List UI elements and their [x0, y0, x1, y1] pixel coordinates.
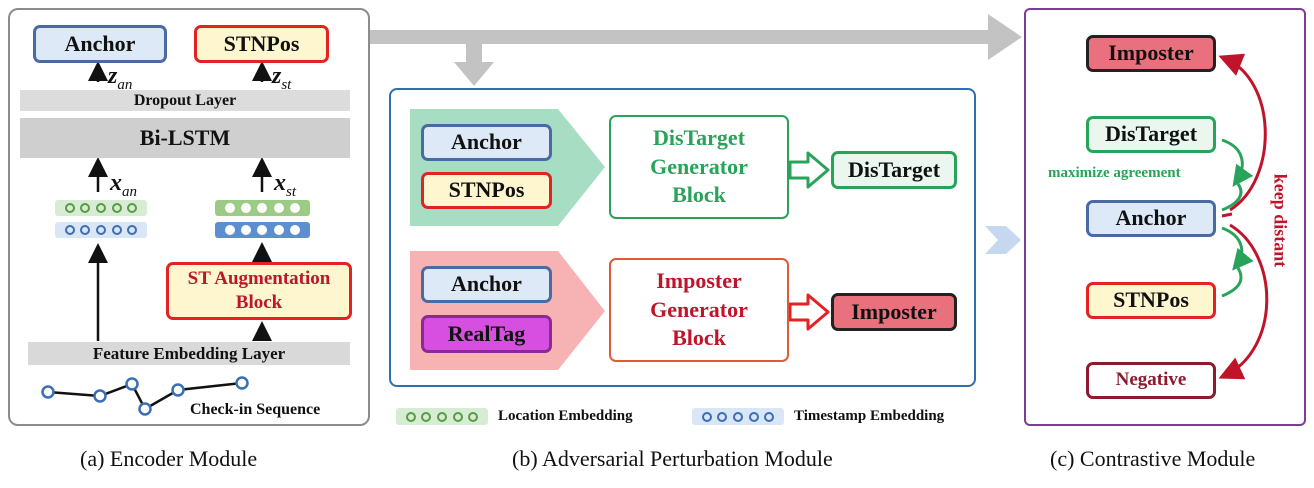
- keep-distant-label: keep distant: [1270, 173, 1291, 268]
- maximize-agreement-label: maximize agreement: [1048, 165, 1181, 181]
- contrastive-stnpos-box: STNPos: [1086, 282, 1216, 319]
- module-flow-arrows: [368, 14, 1022, 254]
- checkin-sequence-label: Check-in Sequence: [190, 401, 321, 418]
- legend-timestamp-embedding-icon: [692, 408, 784, 425]
- x-an-label: xan: [110, 170, 137, 200]
- legend-location-embedding-icon: [396, 408, 488, 425]
- legend-timestamp-label: Timestamp Embedding: [794, 408, 945, 424]
- perturbation-module-frame: [389, 88, 976, 387]
- encoder-stnpos-box: STNPos: [194, 25, 329, 63]
- z-st-label: zst: [272, 63, 292, 93]
- contrastive-module-caption: (c) Contrastive Module: [1050, 446, 1256, 471]
- contrastive-anchor-box: Anchor: [1086, 200, 1216, 237]
- z-an-label: zan: [108, 63, 133, 93]
- distarget-hollow-arrow: [788, 151, 830, 189]
- encoder-module-frame: [8, 8, 370, 426]
- imposter-anchor-box: Anchor: [421, 266, 552, 303]
- anchor-location-embedding-icon: [55, 200, 147, 216]
- contrastive-negative-box: Negative: [1086, 362, 1216, 399]
- distarget-generator-block: DisTarget Generator Block: [609, 115, 789, 219]
- contrastive-distarget-box: DisTarget: [1086, 116, 1216, 153]
- distarget-output-box: DisTarget: [831, 151, 957, 189]
- dropout-layer-bar: Dropout Layer: [20, 90, 350, 111]
- encoder-module-caption: (a) Encoder Module: [80, 446, 258, 471]
- st-augmentation-block: ST Augmentation Block: [166, 262, 352, 320]
- maximize-agreement-arrows: [1221, 138, 1254, 298]
- feature-embedding-layer-bar: Feature Embedding Layer: [28, 342, 350, 365]
- checkin-sequence-graph: [41, 376, 249, 416]
- anchor-timestamp-embedding-icon: [55, 222, 147, 238]
- distarget-stnpos-box: STNPos: [421, 172, 552, 209]
- stnpos-location-embedding-icon: [215, 200, 310, 216]
- perturbation-module-caption: (b) Adversarial Perturbation Module: [512, 446, 833, 471]
- stnpos-timestamp-embedding-icon: [215, 222, 310, 238]
- encoder-arrows: [88, 61, 272, 341]
- keep-distant-arrows: [1218, 53, 1269, 380]
- encoder-anchor-box: Anchor: [33, 25, 167, 63]
- bilstm-bar: Bi-LSTM: [20, 118, 350, 158]
- distarget-anchor-box: Anchor: [421, 124, 552, 161]
- imposter-output-box: Imposter: [831, 293, 957, 331]
- imposter-hollow-arrow: [788, 293, 830, 331]
- x-st-label: xst: [274, 170, 297, 200]
- legend-location-label: Location Embedding: [498, 408, 633, 424]
- contrastive-module-frame: [1024, 8, 1306, 426]
- imposter-generator-block: Imposter Generator Block: [609, 258, 789, 362]
- realtag-box: RealTag: [421, 315, 552, 353]
- contrastive-imposter-box: Imposter: [1086, 35, 1216, 72]
